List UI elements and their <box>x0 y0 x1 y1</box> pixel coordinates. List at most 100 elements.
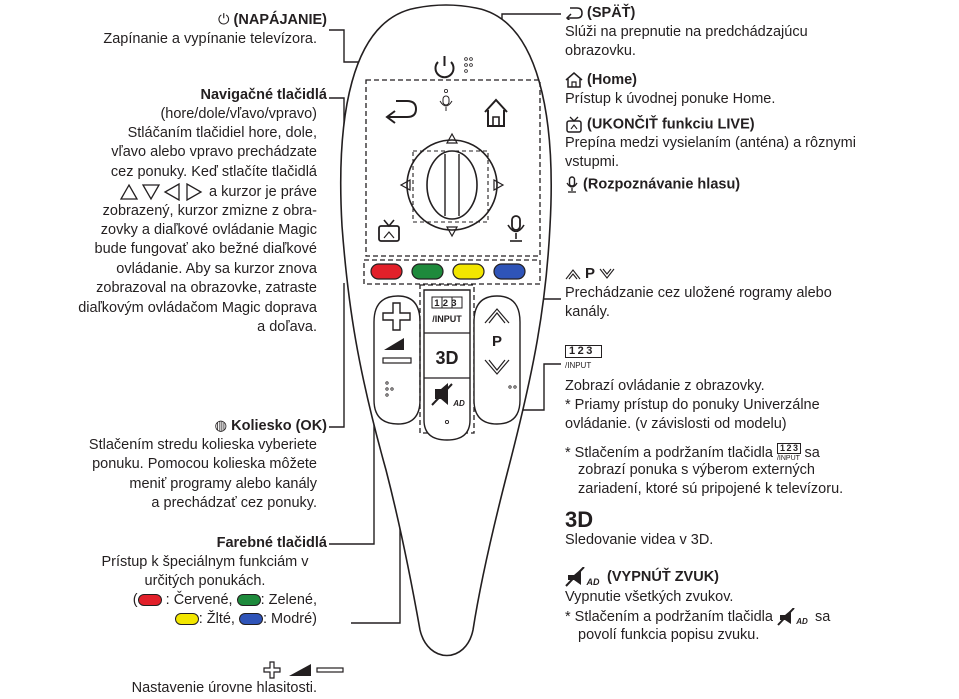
input-desc: Zobrazí ovládanie z obrazovky. <box>565 378 765 394</box>
live-title-line: (UKONČIŤ funkciu LIVE) <box>565 116 755 134</box>
nav-line-3: a kurzor je práve <box>209 183 317 200</box>
remote-3d-button[interactable]: 3D <box>435 348 458 368</box>
nav-line-1: vľavo alebo vpravo prechádzate <box>111 144 317 160</box>
nav-line-2: cez ponuky. Keď stlačíte tlačidlá <box>110 164 317 180</box>
nav-arrow-icons <box>119 183 203 201</box>
wheel-line-0: Stlačením stredu kolieska vyberiete <box>88 437 317 453</box>
remote-blue-button[interactable] <box>493 263 526 280</box>
yellow-swatch <box>174 613 199 626</box>
remote-mute-button[interactable]: AD <box>431 383 465 425</box>
live-desc-1: vstupmi. <box>565 154 619 170</box>
home-title-line: (Home) <box>565 72 637 90</box>
remote-live-button[interactable] <box>378 219 400 242</box>
mute-hold-2: povolí funkcia popisu zvuku. <box>578 627 760 643</box>
remote-wheel[interactable] <box>426 150 478 220</box>
leader-wheel <box>329 283 345 428</box>
color-line-0: Prístup k špeciálnym funkciám v <box>101 554 309 570</box>
nav-arrows-line: a kurzor je práve <box>119 183 317 201</box>
color-legend-line-1: ( : Červené, : Zelené, <box>132 592 317 608</box>
nav-sub: (hore/dole/vľavo/vpravo) <box>160 106 317 122</box>
nav-line-9: diaľkovým ovládačom Magic doprava <box>78 300 317 316</box>
voice-title: (Rozpoznávanie hlasu) <box>583 176 741 193</box>
remote-nav-dashed-box <box>365 79 541 257</box>
microphone-icon <box>566 176 578 193</box>
power-title-line: ⏻ (NAPÁJANIE) <box>218 12 327 30</box>
input-hold-2: zariadení, ktoré sú pripojené k televízo… <box>578 481 844 497</box>
remote-volume-rocker[interactable] <box>373 295 421 425</box>
home-title: (Home) <box>587 72 637 88</box>
wheel-line-1: ponuku. Pomocou kolieska môžete <box>92 456 317 472</box>
remote-voice-button[interactable] <box>507 215 525 242</box>
green-swatch <box>236 594 261 607</box>
voice-title-line: (Rozpoznávanie hlasu) <box>565 176 740 194</box>
input-icon-digits: 123 <box>565 345 602 358</box>
remote-red-button[interactable] <box>370 263 403 280</box>
volume-icons <box>263 661 344 679</box>
wheel-title: Koliesko (OK) <box>231 418 327 434</box>
live-desc-0: Prepína medzi vysielaním (anténa) a rôzn… <box>565 135 856 151</box>
chevron-down-icon <box>599 268 615 280</box>
mute-hold-pre: Stlačením a podržaním tlačidla <box>574 608 773 625</box>
remote-power-button[interactable] <box>434 56 473 79</box>
color-legend-line-2: : Žlté, : Modré) <box>174 611 317 629</box>
back-desc-1: obrazovku. <box>565 43 636 59</box>
svg-text:AD: AD <box>586 577 600 587</box>
power-title: (NAPÁJANIE) <box>233 12 327 28</box>
nav-line-4: zobrazený, kurzor zmizne z obra- <box>102 203 317 219</box>
nav-line-8: zobrazoval na obrazovke, zatraste <box>96 280 317 296</box>
color-title: Farebné tlačidlá <box>216 535 327 551</box>
back-title-line: (SPÄŤ) <box>565 5 635 23</box>
input-note-1: ovládanie. (v závislosti od modelu) <box>565 416 787 432</box>
wheel-line-2: meniť programy alebo kanály <box>129 476 317 492</box>
remote-color-dashed-box <box>363 259 541 285</box>
mute-hold-line: * Stlačením a podržaním tlačidla AD sa <box>565 608 831 626</box>
input-icon: 123 /INPUT <box>565 345 602 371</box>
mute-icon: AD <box>565 567 600 587</box>
input-hold-1: zobrazí ponuka s výberom externých <box>578 462 815 478</box>
nav-line-5: zovky a diaľkové ovládanie Magic <box>100 222 317 238</box>
nav-title: Navigačné tlačidlá <box>200 87 327 103</box>
remote-back-button[interactable] <box>385 100 418 124</box>
input-hold-pre: Stlačením a podržaním tlačidla <box>574 444 773 461</box>
input-hold-icon: 123 /INPUT <box>776 443 801 462</box>
remote-home-button[interactable] <box>484 98 508 127</box>
chevron-up-icon <box>565 269 581 280</box>
mute-title-line: AD (VYPNÚŤ ZVUK) <box>565 567 719 587</box>
color-line-1: určitých ponukách. <box>144 573 266 589</box>
input-icon-label: /INPUT <box>565 361 592 370</box>
wheel-icon: ◍ <box>214 418 228 434</box>
volume-plus-icon <box>263 661 281 679</box>
home-desc: Prístup k úvodnej ponuke Home. <box>565 91 776 107</box>
remote-input-label: /INPUT <box>432 314 462 324</box>
remote-nav-right <box>493 178 505 192</box>
remote-nav-up <box>445 132 459 144</box>
wheel-title-line: ◍ Koliesko (OK) <box>214 418 327 436</box>
back-icon <box>565 7 583 21</box>
remote-chevron-down-icon <box>484 359 510 375</box>
home-icon <box>565 72 583 88</box>
three-d-desc: Sledovanie videa v 3D. <box>565 532 714 548</box>
wheel-line-3: a prechádzať cez ponuky. <box>151 495 317 511</box>
input-note-0: * Priamy prístup do ponuky Univerzálne <box>565 397 820 413</box>
remote-yellow-button[interactable] <box>452 263 485 280</box>
remote-mute-ad: AD <box>452 399 465 408</box>
volume-minus-icon <box>316 667 344 673</box>
remote-input-digits: 123 <box>434 298 459 309</box>
nav-line-6: bude fungovať ako bežné diaľkové <box>94 241 318 257</box>
remote-nav-down <box>445 226 459 238</box>
program-title: P <box>585 265 596 282</box>
nav-line-0: Stláčaním tlačidiel hore, dole, <box>127 125 317 141</box>
svg-text:AD: AD <box>795 617 808 626</box>
mute-desc: Vypnutie všetkých zvukov. <box>565 589 734 605</box>
remote-volume-icon <box>384 338 404 350</box>
remote-mic-small-icon <box>439 89 453 111</box>
remote-green-button[interactable] <box>411 263 444 280</box>
remote-chevron-up-icon <box>484 308 510 324</box>
remote-input-button[interactable]: 123 /INPUT <box>431 296 463 324</box>
remote-program-rocker[interactable]: P <box>473 295 521 425</box>
nav-line-10: a doľava. <box>257 319 317 335</box>
remote-nav-left <box>399 178 411 192</box>
three-d-title: 3D <box>565 507 594 532</box>
back-desc-0: Slúži na prepnutie na predchádzajúcu <box>565 24 808 40</box>
